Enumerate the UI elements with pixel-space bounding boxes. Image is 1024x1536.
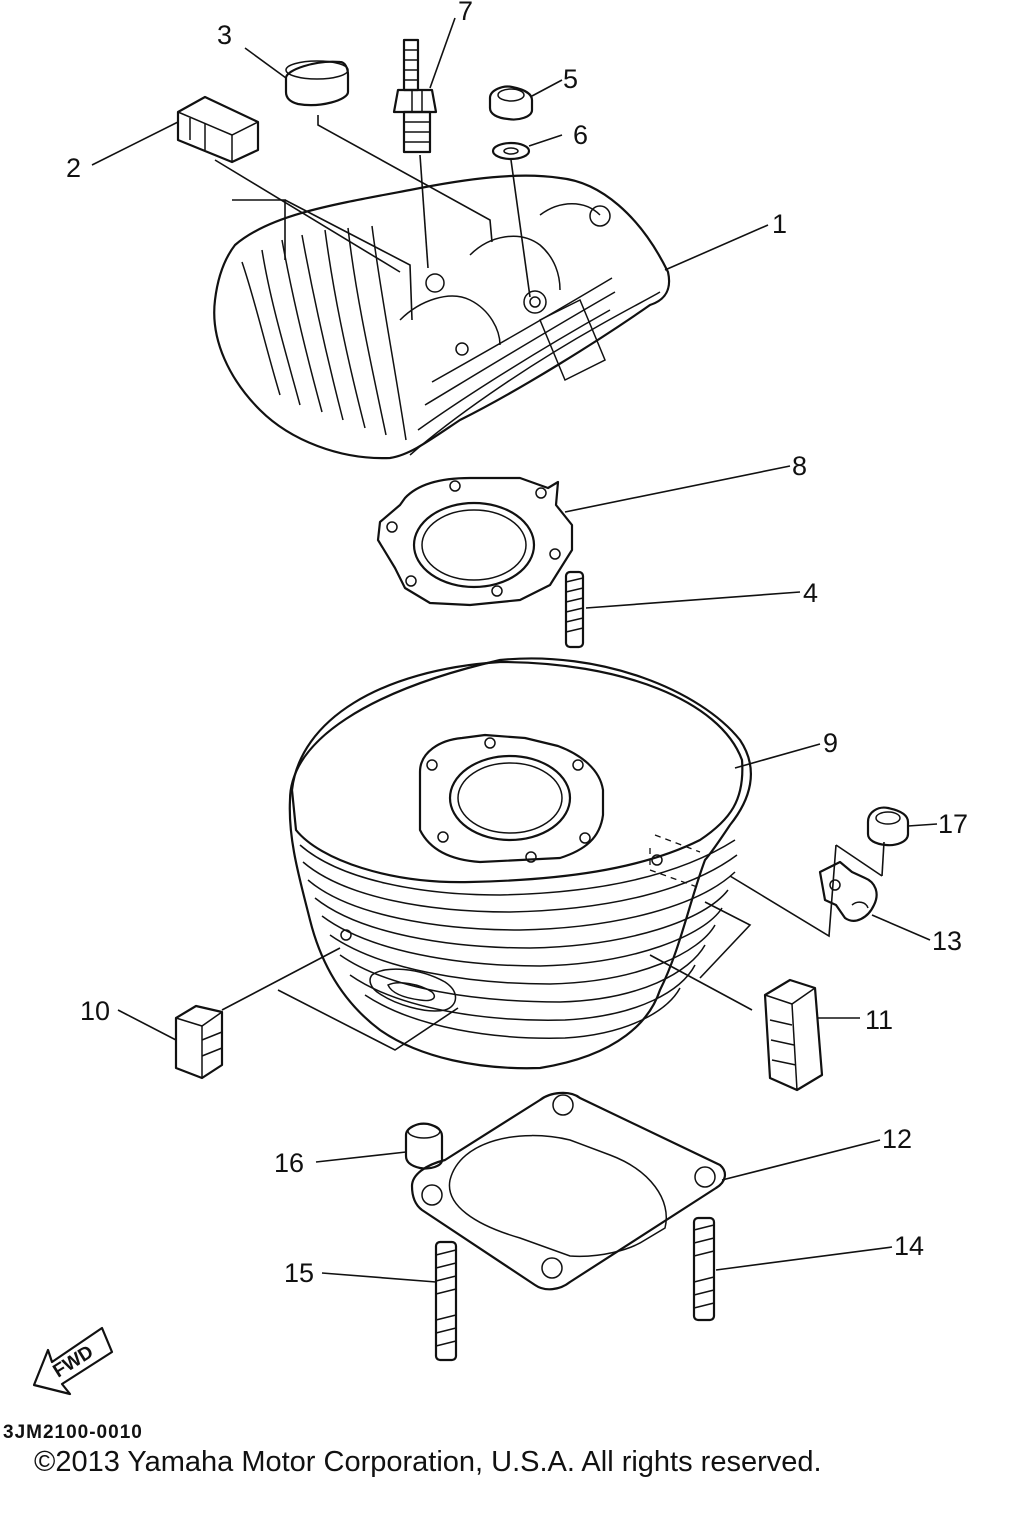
cap bbox=[284, 60, 350, 107]
callout-16: 16 bbox=[274, 1148, 304, 1178]
callout-4: 4 bbox=[803, 578, 818, 608]
stud-bolt-right bbox=[692, 1216, 716, 1322]
cylinder-head bbox=[213, 174, 671, 460]
copyright-notice: ©2013 Yamaha Motor Corporation, U.S.A. A… bbox=[34, 1446, 822, 1478]
callout-1: 1 bbox=[772, 209, 787, 239]
callout-2: 2 bbox=[66, 153, 81, 183]
stud-bolt-upper bbox=[564, 570, 585, 649]
cap-nut-top bbox=[488, 85, 534, 121]
callout-7: 7 bbox=[458, 0, 473, 26]
damper-cylinder-left bbox=[174, 1004, 224, 1080]
callout-15: 15 bbox=[284, 1258, 314, 1288]
callout-14: 14 bbox=[894, 1231, 924, 1261]
callout-12: 12 bbox=[882, 1124, 912, 1154]
stud-bolt-left bbox=[434, 1240, 458, 1362]
drawing-code: 3JM2100-0010 bbox=[3, 1422, 143, 1443]
callout-17: 17 bbox=[938, 809, 968, 839]
bracket bbox=[818, 860, 878, 922]
callout-9: 9 bbox=[823, 728, 838, 758]
washer bbox=[491, 141, 531, 161]
cylinder bbox=[288, 657, 752, 1070]
dowel-pin bbox=[404, 1122, 444, 1170]
damper-head-left bbox=[176, 95, 260, 164]
callout-3: 3 bbox=[217, 20, 232, 50]
forward-arrow-icon: FWD bbox=[32, 1326, 114, 1396]
callout-13: 13 bbox=[932, 926, 962, 956]
base-gasket bbox=[410, 1091, 726, 1291]
callout-11: 11 bbox=[865, 1005, 893, 1035]
callout-6: 6 bbox=[573, 120, 588, 150]
callout-10: 10 bbox=[80, 996, 110, 1026]
damper-cylinder-right bbox=[763, 978, 824, 1092]
callout-5: 5 bbox=[563, 64, 578, 94]
spark-plug bbox=[392, 38, 438, 154]
head-gasket bbox=[376, 476, 574, 607]
flange-nut bbox=[866, 806, 910, 847]
callout-8: 8 bbox=[792, 451, 807, 481]
